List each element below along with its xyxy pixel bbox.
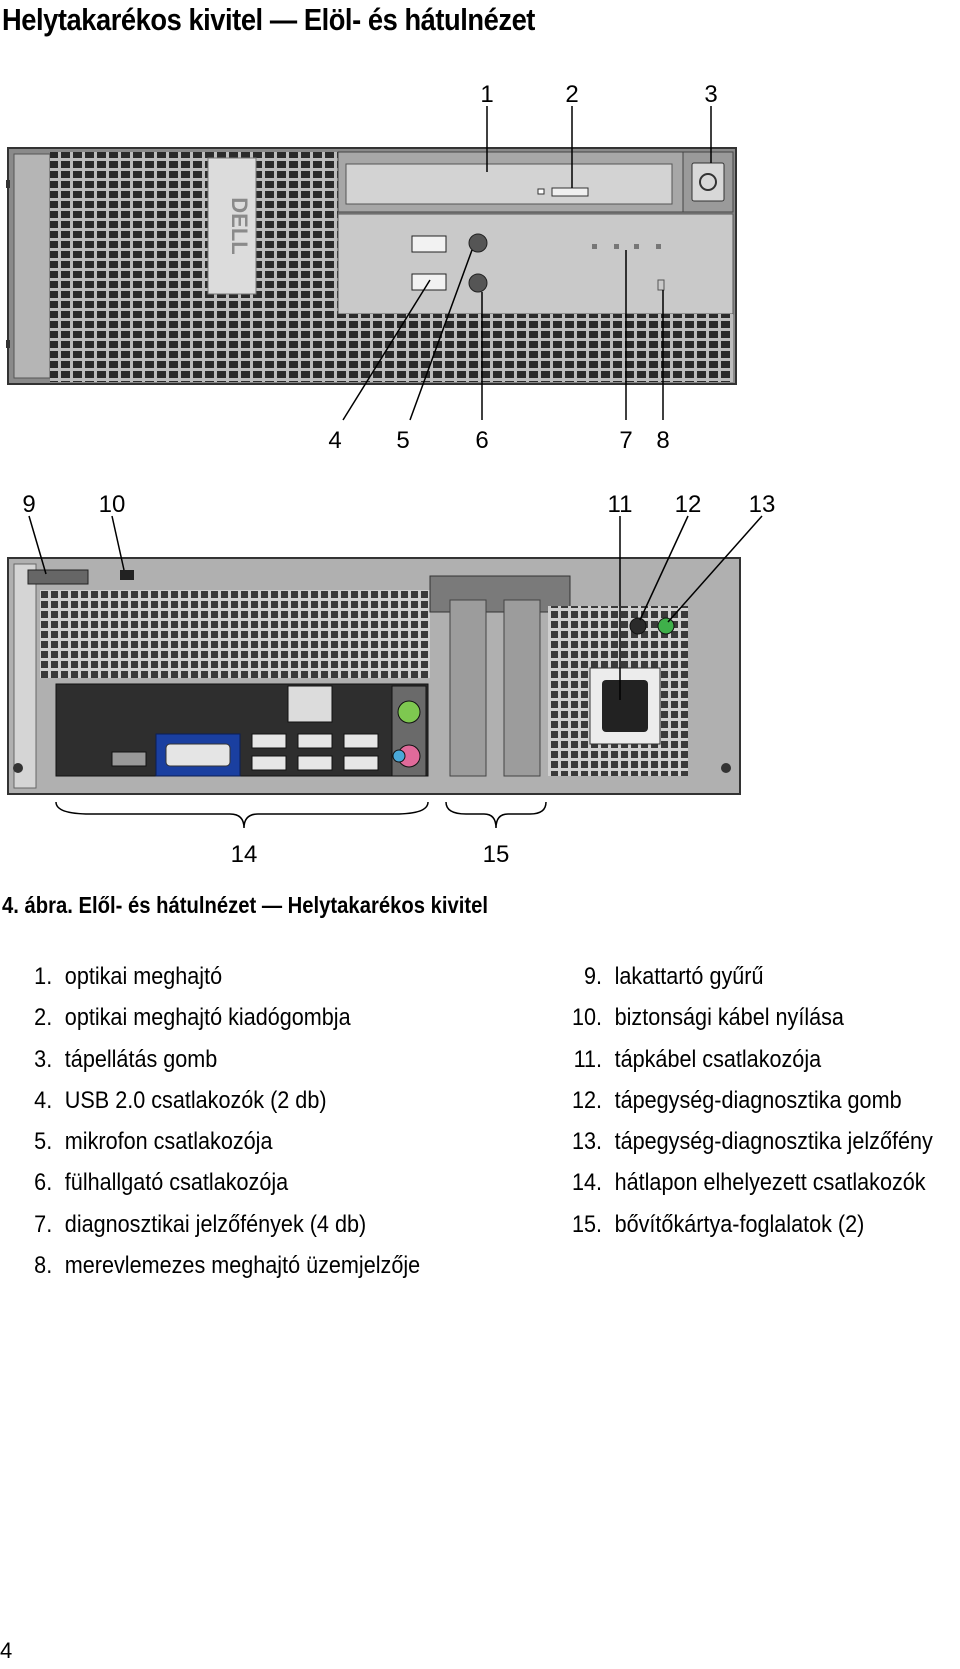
list-item: 10.biztonsági kábel nyílása	[571, 1004, 844, 1032]
list-item: 12.tápegység-diagnosztika gomb	[571, 1086, 902, 1114]
callout-4: 4	[328, 427, 341, 454]
list-item: 6.fülhallgató csatlakozója	[34, 1169, 289, 1197]
list-item: 3.tápellátás gomb	[34, 1045, 218, 1073]
hdd-led	[657, 279, 665, 291]
back-view: 9 10 11 12 13 14 15	[7, 491, 775, 868]
back-leader-lines	[28, 515, 763, 829]
callout-2: 2	[565, 81, 578, 108]
figure-caption: 4. ábra. Elől- és hátulnézet — Helytakar…	[2, 892, 488, 918]
callout-3: 3	[704, 81, 717, 108]
expansion-slot-1	[449, 599, 487, 777]
headphone-jack	[468, 273, 488, 293]
power-button	[691, 162, 725, 202]
callout-13: 13	[749, 491, 776, 518]
list-item: 14.hátlapon elhelyezett csatlakozók	[571, 1169, 926, 1197]
figure-front-back-views: DELL 1 2 3	[6, 81, 775, 868]
list-item: 9.lakattartó gyűrű	[583, 963, 764, 990]
list-item: 2.optikai meghajtó kiadógombja	[34, 1004, 351, 1032]
padlock-ring	[27, 569, 89, 585]
legend-right: 9.lakattartó gyűrű 10.biztonsági kábel n…	[548, 962, 933, 1251]
usb-port-1	[411, 235, 447, 253]
callout-1: 1	[480, 81, 493, 108]
line-in-jack	[392, 749, 406, 763]
callout-14: 14	[231, 841, 258, 868]
callout-15: 15	[483, 841, 510, 868]
callout-10: 10	[99, 491, 126, 518]
optical-drive	[345, 163, 673, 205]
psu-diag-led	[657, 617, 675, 635]
front-vent-left	[50, 152, 338, 382]
expansion-slot-2	[503, 599, 541, 777]
callout-5: 5	[396, 427, 409, 454]
power-icon	[699, 173, 717, 191]
back-callouts: 9 10 11 12 13 14 15	[22, 491, 775, 868]
list-item: 11.tápkábel csatlakozója	[573, 1045, 822, 1073]
front-callouts: 1 2 3 4 5 6 7 8	[328, 81, 717, 454]
dell-logo: DELL	[227, 197, 252, 254]
optical-led	[537, 188, 545, 195]
list-item: 8.merevlemezes meghajtó üzemjelzője	[34, 1252, 421, 1280]
front-view: DELL 1 2 3	[6, 81, 737, 454]
front-side-edge	[13, 153, 51, 379]
dell-logo-plate	[207, 157, 257, 295]
callout-12: 12	[675, 491, 702, 518]
front-leader-lines	[342, 106, 712, 421]
page-number: 4	[0, 1638, 13, 1663]
page-title: Helytakarékos kivitel — Elöl- és hátulné…	[2, 2, 535, 37]
list-item: 5.mikrofon csatlakozója	[34, 1128, 273, 1156]
list-item: 13.tápegység-diagnosztika jelzőfény	[571, 1128, 933, 1156]
psu-diag-button	[629, 617, 647, 635]
back-side-edge	[13, 563, 37, 789]
back-vent-top	[40, 590, 430, 678]
rear-usb-ports	[251, 733, 379, 771]
list-item: 15.bővítőkártya-foglalatok (2)	[571, 1210, 865, 1238]
line-out-jack	[397, 700, 421, 724]
legend-left: 1.optikai meghajtó 2.optikai meghajtó ki…	[0, 962, 420, 1292]
list-item: 1.optikai meghajtó	[34, 963, 223, 990]
diagnostic-leds	[592, 244, 661, 249]
callout-6: 6	[475, 427, 488, 454]
ethernet-port	[287, 685, 333, 723]
front-vent-bottom	[338, 314, 733, 382]
hdmi-port	[111, 751, 147, 767]
eject-button	[551, 187, 589, 197]
callout-9: 9	[22, 491, 35, 518]
list-item: 4.USB 2.0 csatlakozók (2 db)	[34, 1086, 327, 1114]
callout-7: 7	[619, 427, 632, 454]
vga-connector	[165, 743, 231, 767]
power-cable-connector	[602, 680, 648, 732]
mic-jack	[468, 233, 488, 253]
callout-11: 11	[608, 491, 633, 518]
front-io-panel	[337, 213, 734, 315]
security-cable-slot	[120, 570, 134, 580]
callout-8: 8	[656, 427, 669, 454]
list-item: 7.diagnosztikai jelzőfények (4 db)	[34, 1210, 367, 1238]
